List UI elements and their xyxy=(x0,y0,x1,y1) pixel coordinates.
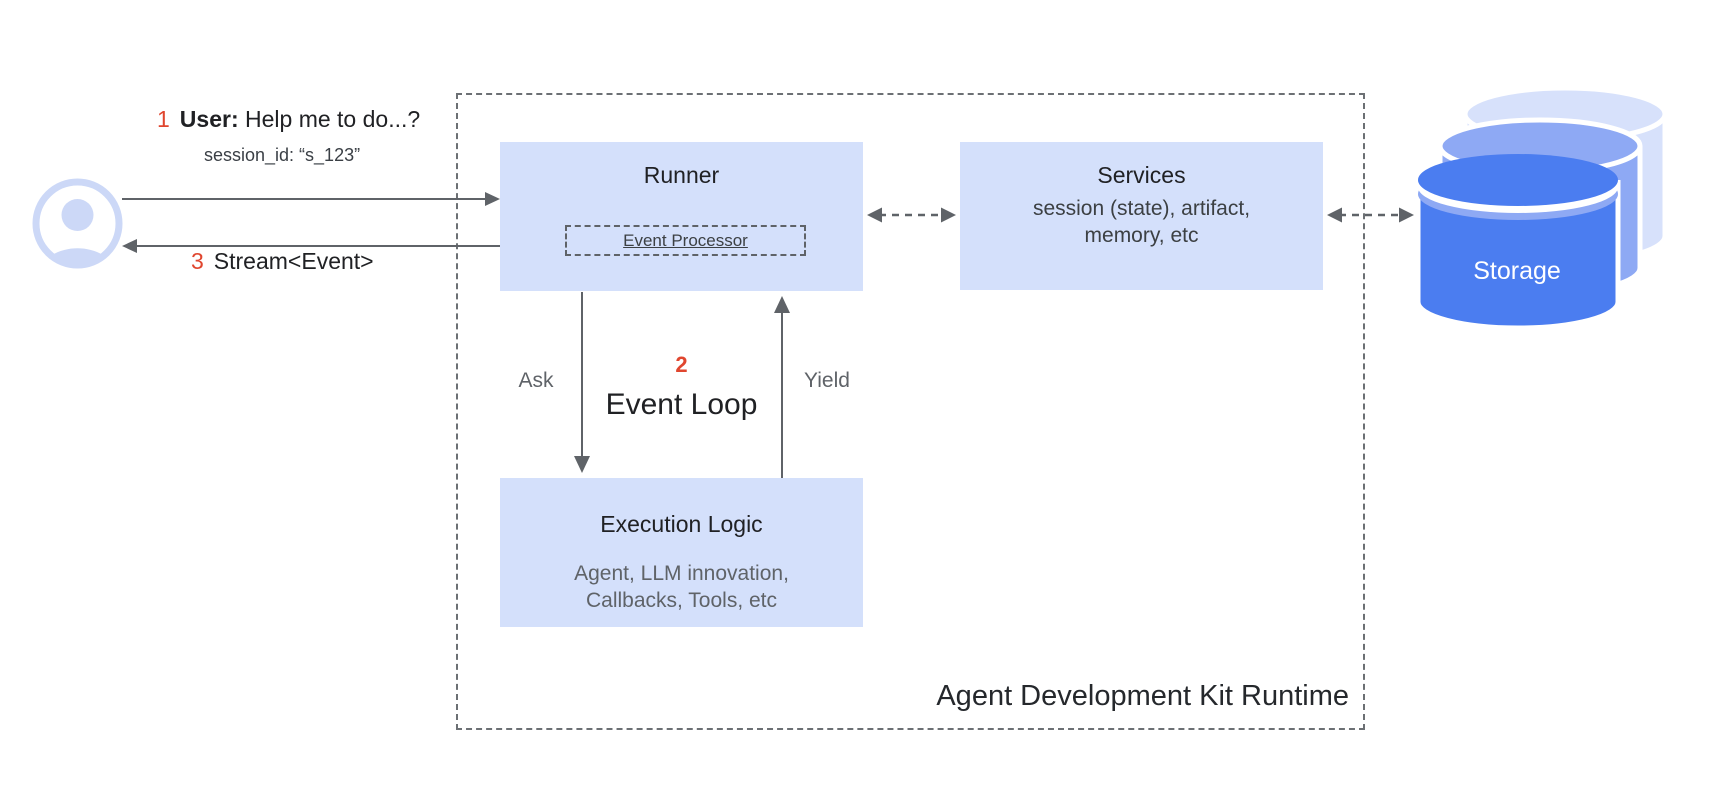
runner-box: Runner Event Processor xyxy=(500,142,863,291)
storage-icon: Storage xyxy=(1415,85,1668,331)
services-desc-line2: memory, etc xyxy=(1084,224,1199,247)
services-desc-line1: session (state), artifact, xyxy=(1032,197,1251,220)
services-box: Services session (state), artifact, memo… xyxy=(960,142,1323,290)
event-processor-box: Event Processor xyxy=(565,225,806,256)
step-3-number: 3 xyxy=(191,248,204,274)
user-message-text: Help me to do...? xyxy=(245,106,421,132)
request-arrow xyxy=(122,192,500,206)
adk-runtime-label: Agent Development Kit Runtime xyxy=(936,680,1349,712)
execution-logic-title: Execution Logic xyxy=(600,511,763,537)
user-request-message: 1 User: Help me to do...? xyxy=(157,106,420,133)
ask-label: Ask xyxy=(518,369,554,392)
execution-logic-box: Execution Logic Agent, LLM innovation, C… xyxy=(500,478,863,627)
step-1-number: 1 xyxy=(157,106,170,132)
runtime-boundary xyxy=(456,93,1365,730)
services-title: Services xyxy=(1097,162,1186,188)
user-speaker-label: User: xyxy=(179,106,239,132)
storage-label: Storage xyxy=(1473,257,1561,285)
event-loop-label: Event Loop xyxy=(605,388,758,421)
yield-label: Yield xyxy=(804,369,850,392)
event-processor-label: Event Processor xyxy=(623,230,748,250)
stream-event-text: Stream<Event> xyxy=(213,248,374,274)
session-id-text: session_id: “s_123” xyxy=(204,145,361,165)
step-2-number: 2 xyxy=(675,352,688,377)
user-avatar-icon xyxy=(32,178,123,269)
runner-title: Runner xyxy=(643,162,720,188)
execution-logic-desc-line1: Agent, LLM innovation, xyxy=(574,562,789,585)
stream-event-message: 3 Stream<Event> xyxy=(191,248,374,275)
execution-logic-desc-line2: Callbacks, Tools, etc xyxy=(585,589,778,612)
